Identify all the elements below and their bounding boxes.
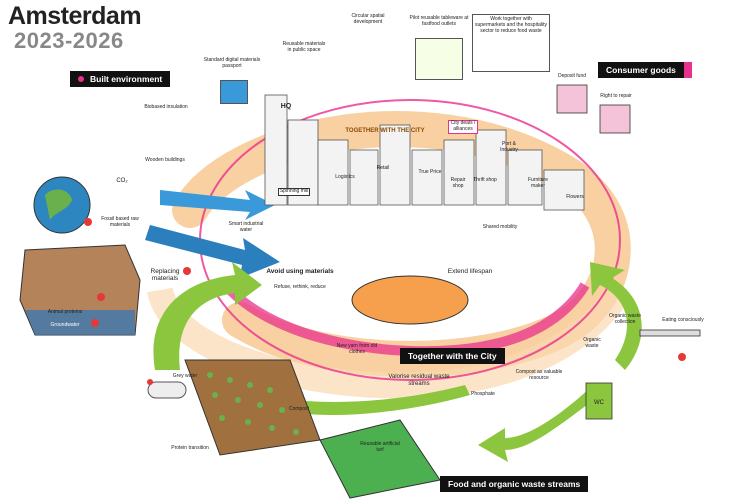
label-reusable-turf: Reusable artificial turf xyxy=(360,441,400,453)
label-together-banner: TOGETHER WITH THE CITY xyxy=(345,128,425,134)
label-avoid-using: Avoid using materials xyxy=(266,268,334,275)
label-eating-consciously: Eating consciously xyxy=(662,317,704,323)
page-title: Amsterdam xyxy=(8,2,142,30)
label-thrift-shop: Thrift shop xyxy=(473,177,497,183)
orange-outer-loop xyxy=(147,282,632,399)
label-furniture-maker: Furniture maker xyxy=(527,177,548,189)
green-arrow-right xyxy=(478,388,600,462)
label-materials-passport: Standard digital materials passport xyxy=(203,57,261,69)
deposit-fund-box xyxy=(556,84,588,114)
grey-water-tank xyxy=(147,381,187,399)
label-logistics: Logistics xyxy=(335,174,355,180)
label-valorise: Valorise residual waste streams xyxy=(388,374,450,387)
label-port-industry: Port & Industry xyxy=(500,141,518,153)
label-retail: Retail xyxy=(376,165,390,171)
green-arrow-up xyxy=(590,262,642,370)
label-city-deals: City deals / alliances xyxy=(448,120,478,134)
crops xyxy=(207,372,299,435)
label-circular-spatial: Circular spatial development xyxy=(351,13,385,25)
label-new-yarn: New yarn from old clothes xyxy=(336,343,378,355)
page-subtitle: 2023-2026 xyxy=(14,28,124,53)
section-label: Together with the City xyxy=(408,351,497,361)
blue-arrow-left xyxy=(145,225,280,278)
label-co2: CO₂ xyxy=(116,178,128,184)
label-spinning-mill: Spinning mill xyxy=(278,188,310,196)
label-grey-water: Grey water xyxy=(172,373,198,379)
label-compost-resource: Compost as valuable resource xyxy=(515,369,563,381)
label-animal-proteins: Animal proteins xyxy=(47,309,83,315)
label-wc: WC xyxy=(594,400,604,406)
label-avoid-sub: Refuse, rethink, reduce xyxy=(274,284,326,290)
label-deposit-fund: Deposit fund xyxy=(557,73,587,79)
label-true-price: True Price xyxy=(418,169,442,175)
section-label: Consumer goods xyxy=(606,65,676,75)
bullet-icon xyxy=(78,76,84,82)
green-arrow-left xyxy=(153,262,262,370)
label-shared-mobility: Shared mobility xyxy=(482,224,518,230)
label-phosphate: Phosphate xyxy=(471,391,495,397)
label-compost: Compost xyxy=(288,406,309,412)
section-label: Built environment xyxy=(90,74,163,84)
eating-table xyxy=(639,329,701,337)
label-wooden: Wooden buildings xyxy=(145,157,185,163)
red-markers xyxy=(84,218,686,385)
city-skyline xyxy=(264,94,585,211)
label-flowers: Flowers xyxy=(566,194,584,200)
laptop-icon xyxy=(220,80,248,104)
label-pilot-tableware: Pilot reusable tableware at fastfood out… xyxy=(409,15,469,27)
football-field xyxy=(319,419,441,499)
label-protein-transition: Protein transition xyxy=(171,445,209,451)
label-groundwater: Groundwater xyxy=(50,322,80,328)
label-right-repair: Right to repair xyxy=(600,93,632,99)
section-food-streams: Food and organic waste streams xyxy=(440,476,589,492)
label-reusable-public: Reusable materials in public space xyxy=(282,41,326,53)
label-extend-lifespan: Extend lifespan xyxy=(447,268,493,275)
section-built-environment: Built environment xyxy=(70,71,171,87)
tableware-panel xyxy=(415,38,463,80)
label-work-together: Work together with supermarkets and the … xyxy=(475,16,547,34)
round-table xyxy=(351,275,469,325)
right-repair-box xyxy=(599,104,631,134)
label-repair-shop: Repair shop xyxy=(450,177,466,189)
label-replacing: Replacing materials xyxy=(150,268,180,283)
label-biobased: Biobased insulation xyxy=(144,104,188,110)
label-organic-collection: Organic waste collection xyxy=(609,313,641,325)
label-organic-waste: Organic waste xyxy=(583,337,601,349)
section-together-city: Together with the City xyxy=(400,348,505,364)
label-fossil: Fossil based raw materials xyxy=(101,216,139,228)
food-waste-panel: Work together with supermarkets and the … xyxy=(472,14,550,72)
section-consumer-goods: Consumer goods xyxy=(598,62,692,78)
label-hq: HQ xyxy=(280,103,292,110)
blue-arrow-top xyxy=(160,190,275,220)
label-smart-water: Smart industrial water xyxy=(228,221,264,233)
section-label: Food and organic waste streams xyxy=(448,479,581,489)
wc-bin xyxy=(585,382,613,420)
